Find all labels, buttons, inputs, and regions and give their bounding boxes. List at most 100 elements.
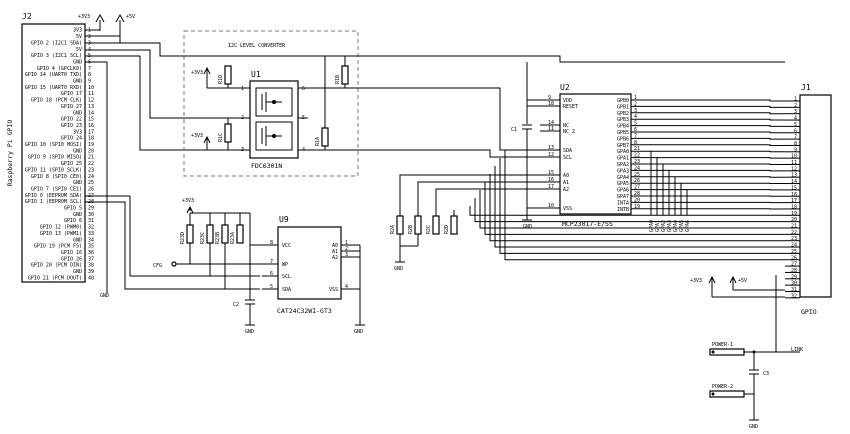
j2-pin-label: GPIO 5 xyxy=(64,206,82,212)
j1-pin-number: 4 xyxy=(794,116,797,122)
u9-right-pin-label: A0 xyxy=(332,243,338,249)
u2-right-pin-label: GPA7 xyxy=(617,194,629,200)
bus-wire-lower xyxy=(479,190,785,229)
j1-pin-number: 23 xyxy=(791,236,797,242)
j1-pin-number: 5 xyxy=(794,122,797,128)
resistor-r2c xyxy=(432,215,440,235)
power1-label: POWER-1 xyxy=(712,342,733,348)
j1-power-arrows: +3V3 +5V xyxy=(690,275,785,298)
level-converter-box xyxy=(183,30,359,177)
j1-pin-number: 17 xyxy=(791,198,797,204)
r2b-label: R2B xyxy=(408,225,414,234)
u9-gnd-label: GND xyxy=(245,329,254,335)
bus-wire xyxy=(650,150,785,153)
u9-gnd-right-label: GND xyxy=(354,329,363,335)
gpa-net-label: GPA1 xyxy=(655,220,661,232)
u2-right-pin-label: GPB3 xyxy=(617,117,629,123)
u9-left-pin-number: 6 xyxy=(270,271,273,277)
u2-left-pin-label: A2 xyxy=(563,187,569,193)
mosfet-pair-icon xyxy=(255,87,293,151)
r23a-label: R23A xyxy=(230,232,236,244)
j2-pin-number: 9 xyxy=(88,79,91,85)
u2-right-pin-number: 1 xyxy=(634,95,637,101)
u2-left-pin-label: A1 xyxy=(563,180,569,186)
r1c-label: R1C xyxy=(218,133,224,142)
j2-pin-label: GPIO 1 (EEPROM SCL) xyxy=(25,199,82,205)
j2-pin-label: GND xyxy=(73,212,82,218)
j1-pin-number: 20 xyxy=(791,217,797,223)
bus-wire-lower xyxy=(489,174,785,242)
level-converter: I2C LEVEL CONVERTER U1 FDC6301N 1 2 3 4 … xyxy=(183,30,359,177)
resistor-r2b xyxy=(414,215,422,235)
j1-pin-number: 24 xyxy=(791,243,797,249)
u2-right-pin-number: 2 xyxy=(634,101,637,107)
j2-pin-label: GPIO 15 (UART0 RXD) xyxy=(25,85,82,91)
u2-left-pin-label: SCL xyxy=(563,155,572,161)
gpa-net-label: GPA0 xyxy=(649,220,655,232)
bus-wire-lower xyxy=(484,182,785,235)
j2-pin-label: 3V3 xyxy=(73,129,82,135)
j2-pin-number: 40 xyxy=(88,275,94,281)
bus-wire xyxy=(650,163,785,165)
address-resistors: R2A R2B R2C R2D GND xyxy=(390,174,540,272)
j1-pin-number: 30 xyxy=(791,281,797,287)
u1-part: FDC6301N xyxy=(251,162,282,170)
u9-left-pin-label: WP xyxy=(282,262,288,268)
u2-right-pin-label: INTA xyxy=(617,200,629,206)
resistor-r23b xyxy=(221,224,229,244)
bus-wire xyxy=(650,144,785,146)
u2-right-pin-label: GPB6 xyxy=(617,136,629,142)
j2-pin-number: 2 xyxy=(88,34,91,40)
j2-pin-number: 8 xyxy=(88,72,91,78)
j1-pin-number: 29 xyxy=(791,274,797,280)
j2-ref: J2 xyxy=(22,12,32,21)
u2-body xyxy=(559,93,632,215)
r2a-label: R2A xyxy=(390,225,396,234)
u2-left-pin-number: 18 xyxy=(548,101,554,107)
power-gnd-label: GND xyxy=(749,424,758,430)
j1-pin-number: 21 xyxy=(791,224,797,230)
j2-pin-label: GPIO 23 xyxy=(61,123,82,129)
bus-wire-lower xyxy=(474,198,785,223)
bus-wire xyxy=(650,157,785,159)
u2-right-pin-number: 21 xyxy=(634,146,640,152)
resistor-r1c xyxy=(224,123,232,143)
j2-pin-label: GND xyxy=(73,79,82,85)
j1-v5-label: +5V xyxy=(738,278,747,284)
j1-ref: J1 xyxy=(801,83,811,92)
u2-right-pin-number: 20 xyxy=(634,197,640,203)
r23d-label: R23D xyxy=(180,232,186,244)
power-arrows-top: +3V3 +5V xyxy=(78,13,135,23)
resistor-r2d xyxy=(450,215,458,235)
u2-left-pin-number: 10 xyxy=(548,203,554,209)
j2-pin-label: GPIO 4 (GPCLK0) xyxy=(37,66,82,72)
u9-left-pin-label: SDA xyxy=(282,287,291,293)
j1-pin-number: 27 xyxy=(791,262,797,268)
j2-title: Raspberry Pi GPIO xyxy=(6,120,14,187)
j2-pin-number: 29 xyxy=(88,206,94,212)
gpa-net-label: GPA2 xyxy=(661,220,667,232)
u2-left-pin-number: 9 xyxy=(548,95,551,101)
bus-wire xyxy=(650,105,785,108)
u2-left-pin-label: VDD xyxy=(563,98,572,104)
resistor-r1d xyxy=(224,65,232,85)
u2-gnd-label: GND xyxy=(523,224,532,230)
u9-left-pin-label: VCC xyxy=(282,243,291,249)
u2-right-pin-number: 7 xyxy=(634,133,637,139)
j2-pin-number: 38 xyxy=(88,263,94,269)
u2-right-pin-label: GPA0 xyxy=(617,149,629,155)
j2-pin-number: 24 xyxy=(88,174,94,180)
j2-pin-label: GPIO 8 (SPI0 CE0) xyxy=(31,174,82,180)
j2-pin-label: GPIO 10 (SPI0 MOSI) xyxy=(25,142,82,148)
r1a-label: R1A xyxy=(315,137,321,146)
j2-pin-number: 36 xyxy=(88,250,94,256)
v5-label-top: +5V xyxy=(126,14,135,20)
u9-right-pin-number: 1 xyxy=(345,240,348,246)
j1-pin-list: 1234567891011121314151617181920212223242… xyxy=(785,97,800,299)
j2-pin-label: GND xyxy=(73,180,82,186)
resistor-r1b xyxy=(341,65,349,85)
j1-pin-number: 1 xyxy=(794,97,797,103)
